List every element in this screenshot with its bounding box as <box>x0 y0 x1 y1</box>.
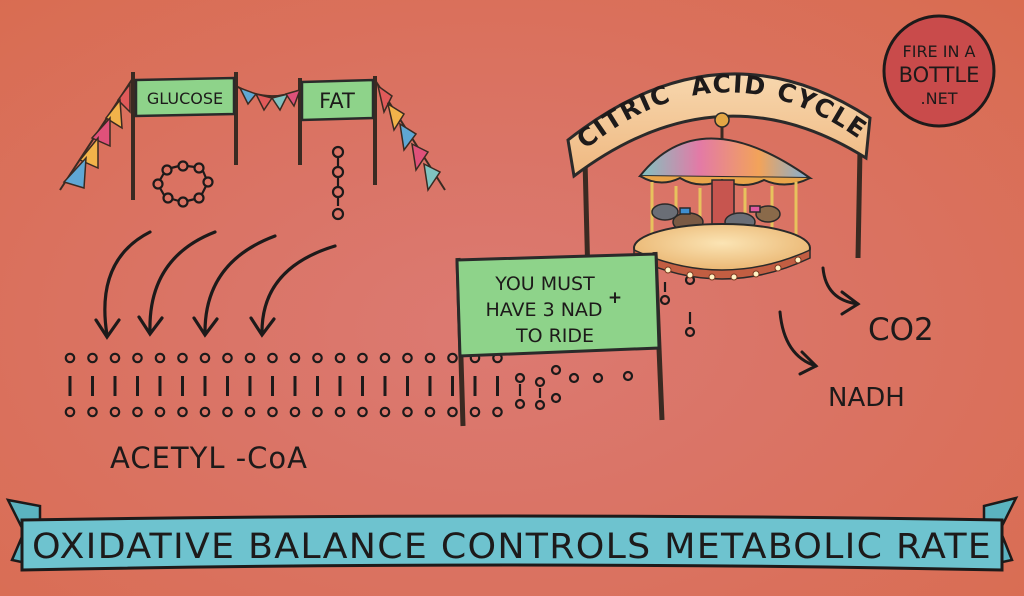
arrow-icon <box>821 266 860 306</box>
co2-label: CO2 <box>868 312 934 348</box>
acetyl-coa-molecule-icon <box>64 352 76 418</box>
acetyl-coa-molecule-icon <box>267 352 278 418</box>
acetyl-coa-molecule-icon <box>109 352 121 418</box>
acetyl-coa-molecules <box>64 352 503 418</box>
acetyl-coa-label: ACETYL -CoA <box>110 441 308 475</box>
fire-in-a-bottle-badge: FIRE IN A BOTTLE .NET <box>882 14 996 128</box>
acetyl-coa-molecule-icon <box>132 352 143 418</box>
acetyl-coa-molecule-icon <box>87 352 98 418</box>
acetyl-coa-molecule-icon <box>469 352 481 418</box>
arrows-from-carousel <box>778 266 861 376</box>
nad-requirement-sign: YOU MUST HAVE 3 NAD + TO RIDE <box>455 251 665 427</box>
title-ribbon: OXIDATIVE BALANCE CONTROLS METABOLIC RAT… <box>5 496 1019 572</box>
acetyl-coa-molecule-icon <box>244 352 256 418</box>
sign-line-1: YOU MUST <box>494 273 595 295</box>
acetyl-coa-molecule-icon <box>379 352 391 418</box>
arrow-icon <box>148 230 217 334</box>
badge-line-3: .NET <box>921 89 958 108</box>
title-text: OXIDATIVE BALANCE CONTROLS METABOLIC RAT… <box>32 527 992 567</box>
nadh-label: NADH <box>828 383 905 413</box>
acetyl-coa-molecule-icon <box>447 352 458 418</box>
acetyl-coa-molecule-icon <box>424 352 436 418</box>
pennant-flags-group <box>59 72 446 200</box>
glucose-label: GLUCOSE <box>147 89 223 108</box>
arrow-icon <box>260 244 337 334</box>
badge-line-2: BOTTLE <box>899 63 980 87</box>
acetyl-coa-molecule-icon <box>402 352 413 418</box>
acetyl-coa-molecule-icon <box>177 352 188 418</box>
acetyl-coa-molecule-icon <box>289 352 301 418</box>
arrows-to-acetyl <box>94 230 337 340</box>
carousel-icon <box>633 112 814 281</box>
arrow-icon <box>778 310 818 368</box>
acetyl-coa-molecule-icon <box>492 352 503 418</box>
acetyl-coa-molecule-icon <box>334 352 346 418</box>
sign-plus: + <box>608 288 622 308</box>
fat-label: FAT <box>319 89 355 113</box>
acetyl-coa-molecule-icon <box>357 352 368 418</box>
acetyl-coa-molecule-icon <box>222 352 233 418</box>
glucose-banner: GLUCOSE <box>134 76 236 118</box>
acetyl-coa-molecule-icon <box>312 352 323 418</box>
glucose-ring-icon <box>152 160 214 208</box>
acetyl-coa-molecule-icon <box>154 352 166 418</box>
arrow-icon <box>103 230 152 337</box>
arrow-icon <box>203 234 277 334</box>
fat-chain-icon <box>331 145 345 221</box>
sign-line-2: HAVE 3 NAD <box>485 299 602 321</box>
queue-molecules <box>514 274 696 411</box>
acetyl-coa-molecule-icon <box>199 352 211 418</box>
sign-line-3: TO RIDE <box>515 325 594 347</box>
fat-banner: FAT <box>300 78 375 122</box>
badge-line-1: FIRE IN A <box>903 42 976 61</box>
